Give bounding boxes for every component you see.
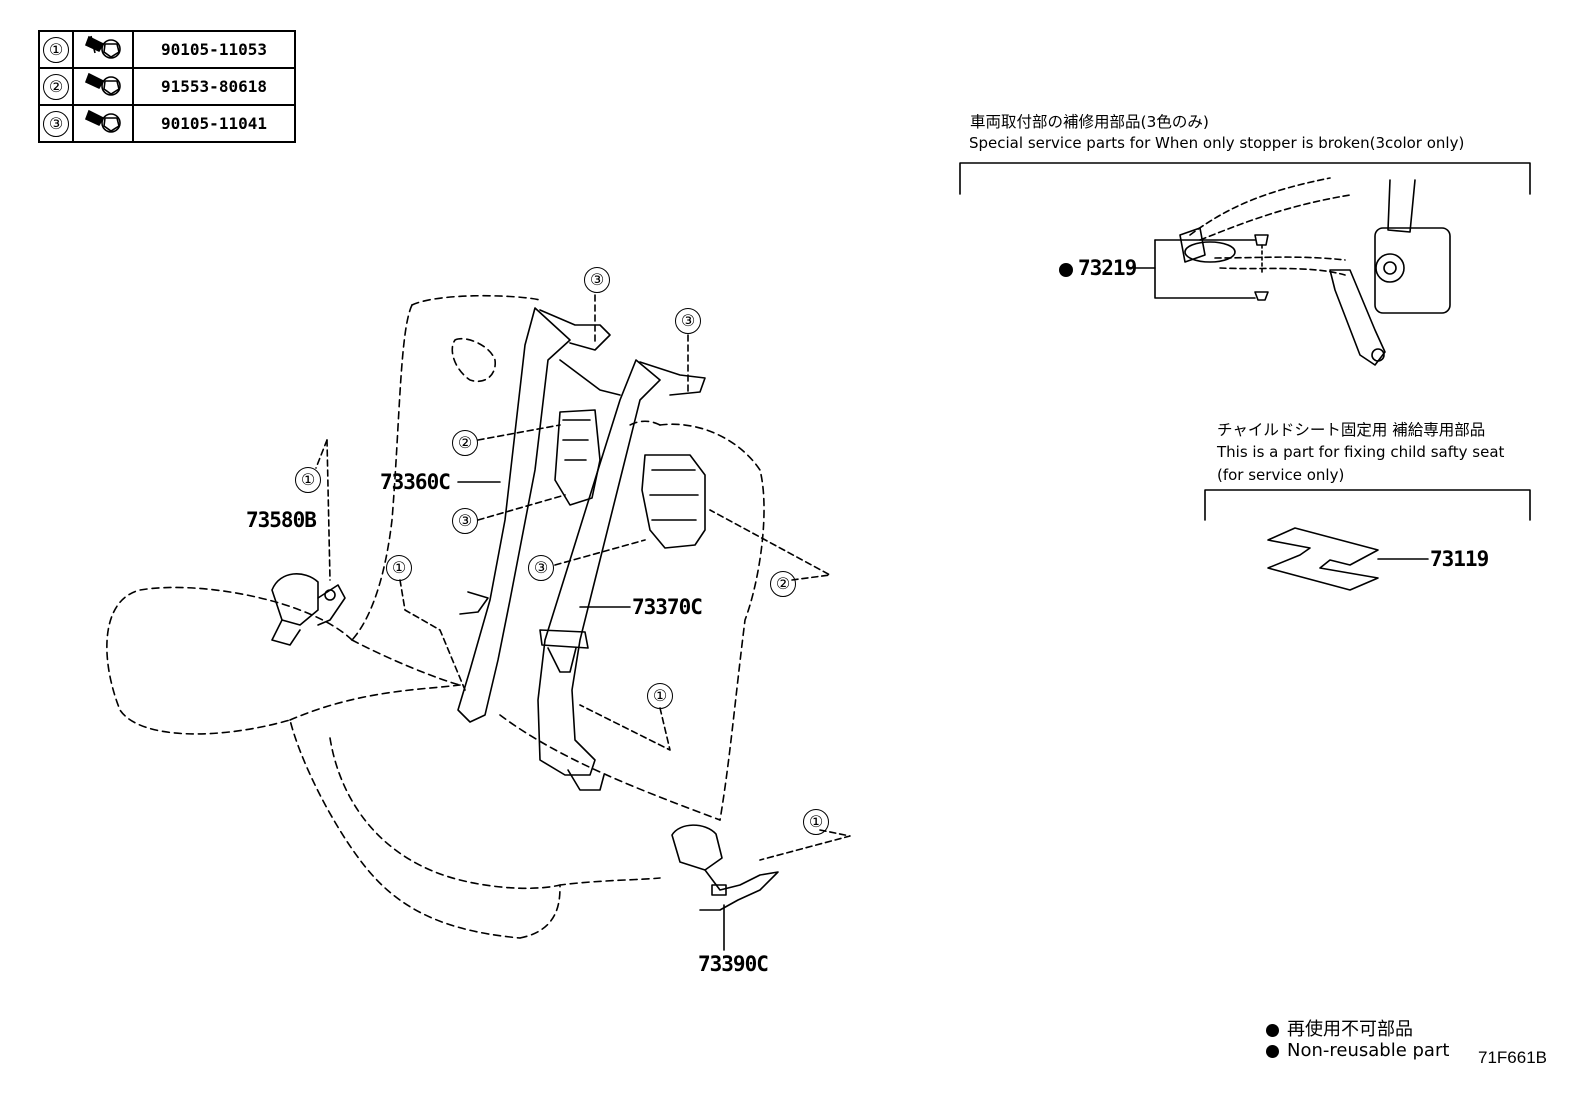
- callout-1: ①: [803, 809, 829, 835]
- belt-73360C: [457, 307, 621, 723]
- bolt-icon: [84, 109, 121, 133]
- table-row: ① 90105-11053: [38, 30, 296, 69]
- belt-73370C: [537, 359, 706, 791]
- fastener-table: ① 90105-11053 ② 91553: [38, 30, 296, 143]
- part-label-73370C: 73370C: [632, 595, 703, 619]
- callout-3: ③: [675, 308, 701, 334]
- legend-en: Non-reusable part: [1266, 1040, 1449, 1061]
- part-label-73580B: 73580B: [246, 508, 317, 532]
- table-row: ③ 90105-11041: [38, 104, 296, 143]
- part-label-73119: 73119: [1430, 547, 1489, 571]
- callout-1: ①: [386, 555, 412, 581]
- table-row: ② 91553-80618: [38, 67, 296, 106]
- seat-outline: [106, 294, 765, 939]
- part-number: 91553-80618: [132, 67, 296, 106]
- diagram-code: 71F661B: [1478, 1048, 1547, 1067]
- stopper-bracket: [959, 162, 1531, 299]
- part-label-73390C: 73390C: [698, 952, 769, 976]
- child-seat-note-en-1: This is a part for fixing child safty se…: [1217, 443, 1505, 461]
- buckle-73390C: [671, 824, 779, 911]
- fastener-index: ①: [43, 36, 69, 63]
- child-seat-note-jp: チャイルドシート固定用 補給専用部品: [1217, 421, 1486, 439]
- stopper-detail: [1179, 177, 1451, 366]
- leader-lines: [315, 294, 851, 861]
- fastener-index: ②: [43, 73, 69, 100]
- part-number: 90105-11053: [132, 30, 296, 69]
- buckle-73580B: [271, 573, 346, 646]
- plate-73119: [1267, 527, 1379, 591]
- callout-2: ②: [452, 430, 478, 456]
- callout-2: ②: [770, 571, 796, 597]
- part-number: 90105-11041: [132, 104, 296, 143]
- callout-1: ①: [295, 467, 321, 493]
- stopper-note-en: Special service parts for When only stop…: [969, 134, 1465, 152]
- callout-3: ③: [528, 555, 554, 581]
- callout-1: ①: [647, 683, 673, 709]
- child-seat-note-en-2: (for service only): [1217, 466, 1345, 484]
- bolt-icon: [84, 72, 121, 96]
- bolt-icon: [84, 35, 121, 59]
- callout-3: ③: [452, 508, 478, 534]
- bullet-icon: [1266, 1023, 1279, 1037]
- fastener-index: ③: [43, 110, 69, 137]
- callout-3: ③: [584, 267, 610, 293]
- part-label-73219: 73219: [1078, 256, 1137, 280]
- stopper-note-jp: 車両取付部の補修用部品(3色のみ): [970, 113, 1209, 131]
- legend-jp: 再使用不可部品: [1266, 1015, 1413, 1041]
- part-leaders: [457, 267, 1429, 951]
- part-label-73360C: 73360C: [380, 470, 451, 494]
- bullet-icon: [1266, 1044, 1279, 1058]
- child-seat-bracket: [1204, 489, 1531, 521]
- non-reusable-dot: [1059, 263, 1073, 277]
